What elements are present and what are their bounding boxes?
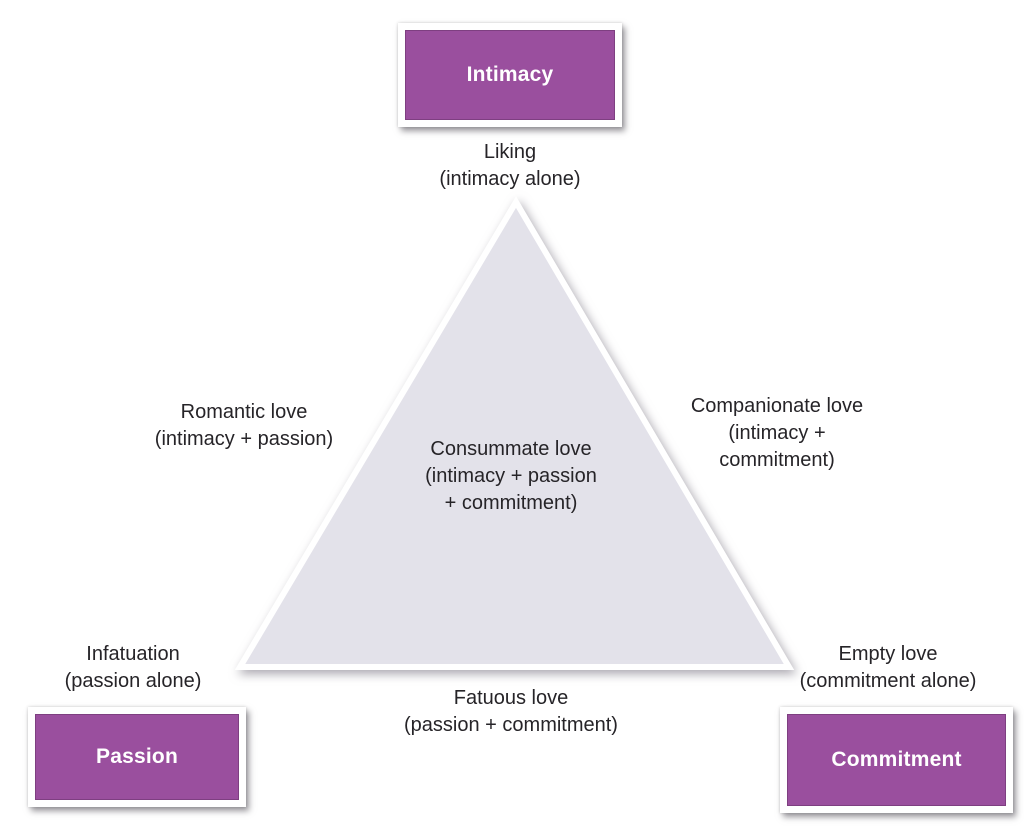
infatuation-label-line1: Infatuation xyxy=(86,643,180,665)
fatuous-love-label-line1: Fatuous love xyxy=(453,687,569,709)
intimacy-box-fill: Intimacy xyxy=(405,30,615,120)
consummate-love-label-line1: Consummate love xyxy=(430,438,592,460)
consummate-love-label-line2: (intimacy + passion xyxy=(425,465,597,487)
intimacy-box: Intimacy xyxy=(398,23,622,127)
companionate-love-label-line2: (intimacy + xyxy=(728,422,826,444)
love-triangle-shape xyxy=(234,196,795,670)
commitment-box: Commitment xyxy=(780,707,1013,813)
fatuous-love-label-line2: (passion + commitment) xyxy=(404,714,618,736)
fatuous-love-label: Fatuous love (passion + commitment) xyxy=(371,685,651,739)
empty-love-label: Empty love (commitment alone) xyxy=(748,641,1024,695)
infatuation-label-line2: (passion alone) xyxy=(64,670,202,692)
romantic-love-label: Romantic love (intimacy + passion) xyxy=(104,399,384,453)
commitment-box-fill: Commitment xyxy=(787,714,1006,806)
consummate-love-label-line3: + commitment) xyxy=(444,492,578,514)
intimacy-box-label: Intimacy xyxy=(466,63,554,86)
liking-label-line1: Liking xyxy=(483,141,537,163)
companionate-love-label-line3: commitment) xyxy=(719,449,835,471)
companionate-love-label-line1: Companionate love xyxy=(690,395,864,417)
romantic-love-label-line2: (intimacy + passion) xyxy=(154,428,334,450)
companionate-love-label: Companionate love (intimacy + commitment… xyxy=(637,393,917,474)
empty-love-label-line2: (commitment alone) xyxy=(799,670,977,692)
liking-label: Liking (intimacy alone) xyxy=(360,139,660,193)
romantic-love-label-line1: Romantic love xyxy=(180,401,308,423)
passion-box: Passion xyxy=(28,707,246,807)
empty-love-label-line1: Empty love xyxy=(838,643,938,665)
liking-label-line2: (intimacy alone) xyxy=(439,168,581,190)
infatuation-label: Infatuation (passion alone) xyxy=(13,641,253,695)
commitment-box-label: Commitment xyxy=(831,748,962,771)
passion-box-label: Passion xyxy=(96,745,178,768)
passion-box-fill: Passion xyxy=(35,714,239,800)
consummate-love-label: Consummate love (intimacy + passion + co… xyxy=(371,436,651,517)
